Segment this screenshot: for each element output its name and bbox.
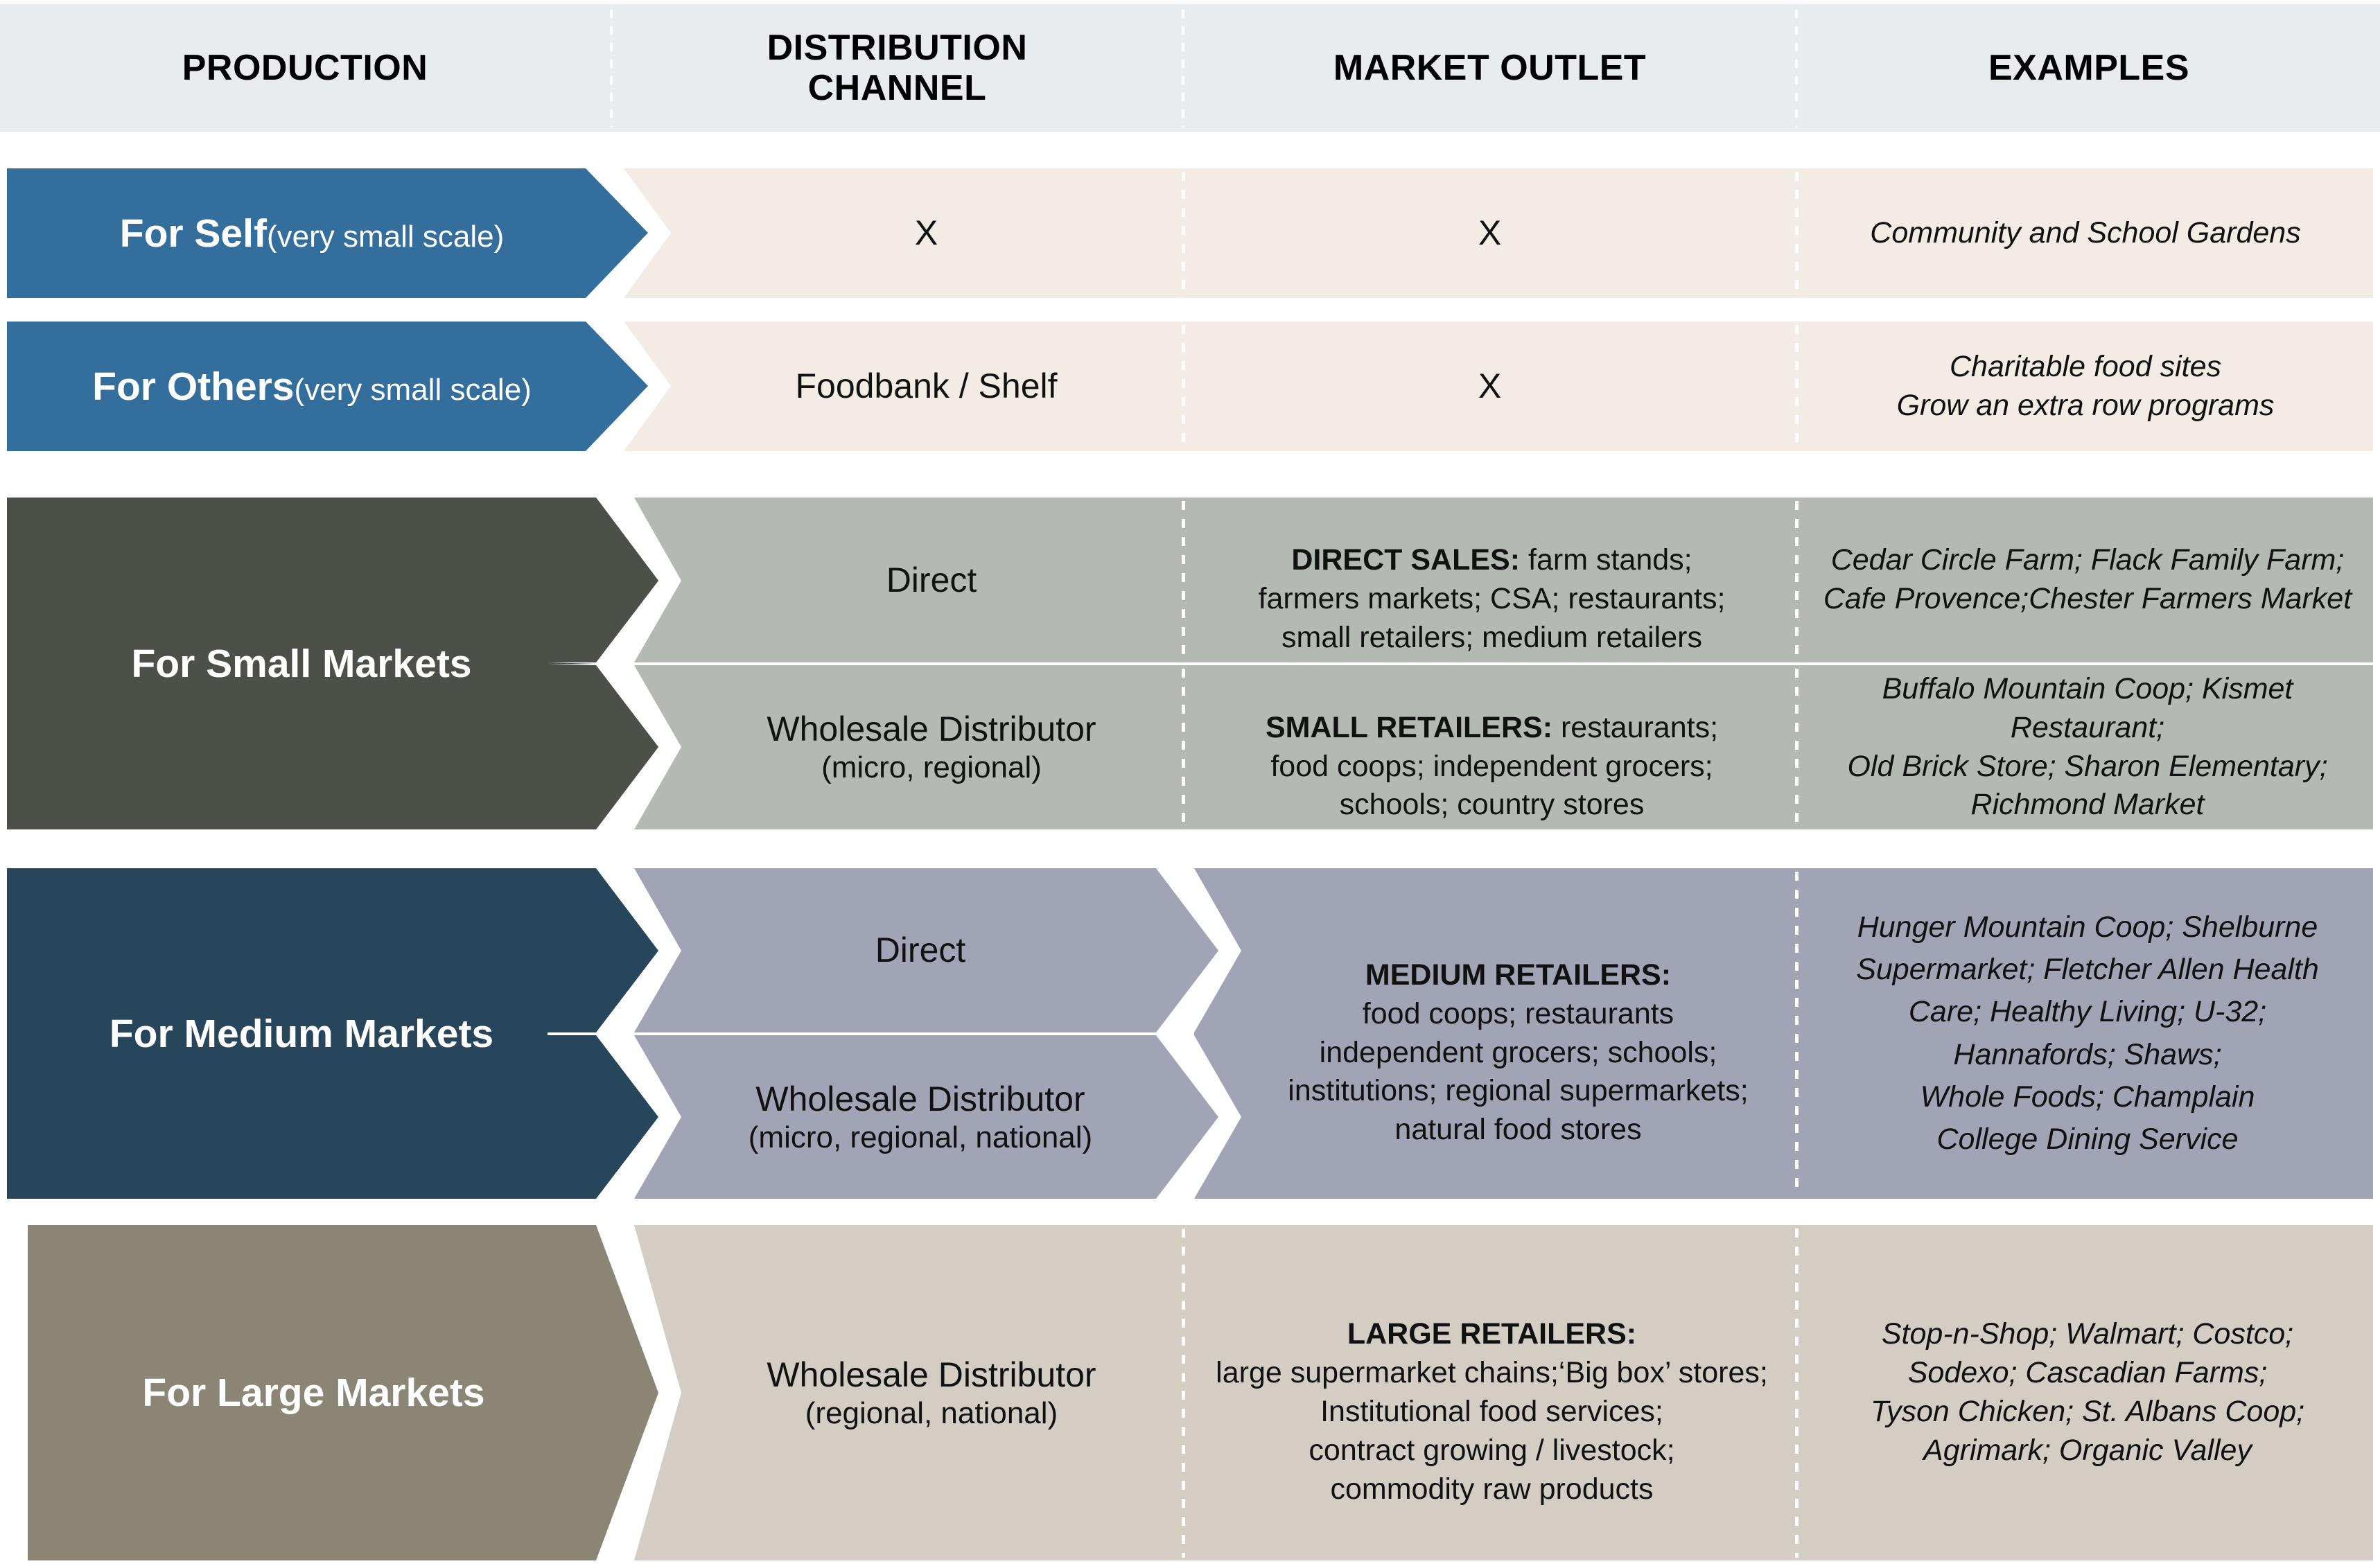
- band-medium-merged: [1194, 868, 2373, 1199]
- row-divider-1a: [1182, 172, 1185, 295]
- header-examples-label: EXAMPLES: [1988, 47, 2190, 88]
- band-for-others: [624, 322, 2373, 451]
- band-small-wholesale: [634, 665, 2373, 829]
- header-market-outlet-label: MARKET OUTLET: [1333, 47, 1647, 88]
- band-medium-direct: [634, 868, 1218, 1032]
- header-examples: EXAMPLES: [1798, 4, 2380, 132]
- arrow-for-large-markets: [28, 1225, 658, 1560]
- header-production-label: PRODUCTION: [182, 47, 428, 88]
- band-medium-wholesale: [634, 1035, 1218, 1199]
- header-market-outlet: MARKET OUTLET: [1184, 4, 1795, 132]
- header-divider-2: [1182, 10, 1184, 127]
- row-divider-2b: [1795, 325, 1799, 448]
- band-small-direct: [634, 498, 2373, 662]
- header-divider-1: [610, 10, 613, 127]
- header-band: [0, 4, 2380, 132]
- band-for-self: [624, 168, 2373, 298]
- header-divider-3: [1795, 10, 1798, 127]
- row-divider-6a: [1182, 1229, 1185, 1558]
- row-divider-5: [1795, 872, 1799, 1196]
- header-production: PRODUCTION: [0, 4, 610, 132]
- arrow-for-self: [7, 168, 648, 298]
- row-divider-2a: [1182, 325, 1185, 448]
- row-divider-6b: [1795, 1229, 1799, 1558]
- row-divider-4b: [1795, 669, 1799, 827]
- header-distribution-line1: DISTRIBUTION: [767, 27, 1028, 68]
- row-divider-3a: [1182, 501, 1185, 660]
- row-divider-4a: [1182, 669, 1185, 827]
- arrow-for-medium-markets-shape: [7, 868, 658, 1199]
- header-distribution-line2: CHANNEL: [807, 68, 987, 108]
- band-large: [634, 1225, 2373, 1560]
- row-divider-1b: [1795, 172, 1799, 295]
- header-distribution-channel: DISTRIBUTION CHANNEL: [613, 4, 1182, 132]
- row-divider-3b: [1795, 501, 1799, 660]
- arrow-for-others: [7, 322, 648, 451]
- arrow-for-small-markets-shape: [7, 498, 658, 829]
